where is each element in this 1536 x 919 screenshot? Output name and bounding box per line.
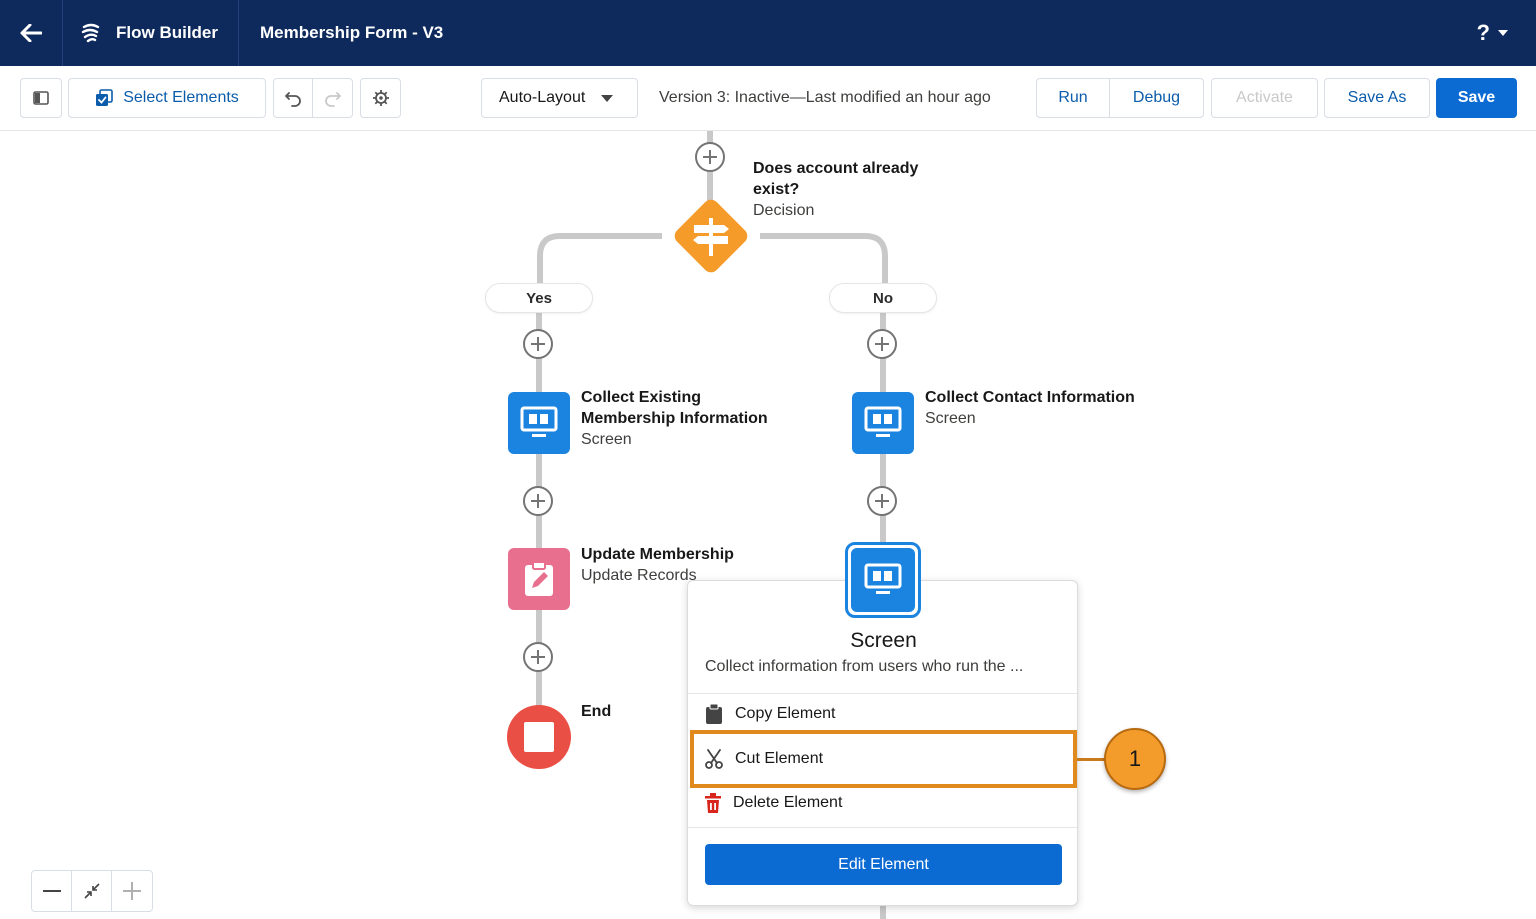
update-membership-label: Update Membership Update Records: [581, 544, 734, 586]
screen-icon: [864, 406, 902, 437]
selected-screen-node[interactable]: [845, 542, 921, 618]
undo-button[interactable]: [273, 78, 313, 118]
screen-node-collect-contact[interactable]: [852, 392, 914, 454]
activate-button[interactable]: Activate: [1211, 78, 1318, 118]
end-node[interactable]: [507, 705, 571, 769]
zoom-in-button[interactable]: [112, 871, 152, 911]
decision-signpost-icon: [693, 218, 729, 256]
undo-icon: [285, 92, 301, 107]
add-element-button[interactable]: [523, 329, 553, 359]
connector-line: [880, 900, 886, 919]
chevron-down-icon: [1498, 30, 1508, 36]
node-type: Screen: [925, 410, 976, 427]
branch-label-no[interactable]: No: [829, 283, 937, 313]
version-status: Version 3: Inactive—Last modified an hou…: [659, 89, 991, 106]
delete-element-label: Delete Element: [733, 794, 843, 811]
screen-icon: [864, 563, 902, 594]
node-title: Update Membership: [581, 546, 734, 563]
settings-button[interactable]: [360, 78, 401, 118]
add-element-button[interactable]: [867, 329, 897, 359]
decision-type: Decision: [753, 202, 815, 219]
divider: [688, 827, 1079, 828]
divider: [688, 693, 1079, 694]
flow-title: Membership Form - V3: [260, 23, 444, 42]
screen-icon: [520, 406, 558, 437]
end-label: End: [581, 701, 611, 722]
copy-element-item[interactable]: Copy Element: [688, 694, 1079, 734]
toggle-panel-button[interactable]: [20, 78, 62, 118]
zoom-out-button[interactable]: [32, 871, 72, 911]
minus-icon: [42, 890, 61, 892]
branch-connector: [537, 233, 888, 304]
run-button[interactable]: Run: [1036, 78, 1110, 118]
cut-element-label: Cut Element: [735, 750, 824, 767]
layout-mode-select[interactable]: Auto-Layout: [481, 78, 638, 118]
decision-title: Does account already: [753, 160, 919, 177]
edit-element-button[interactable]: Edit Element: [705, 844, 1062, 885]
add-element-button[interactable]: [523, 642, 553, 672]
plus-icon: [123, 882, 141, 900]
help-icon: ?: [1476, 20, 1490, 45]
redo-button[interactable]: [312, 78, 353, 118]
popover-description: Collect information from users who run t…: [705, 658, 1024, 675]
popover-title: Screen: [850, 629, 917, 652]
node-title: Collect Existing: [581, 389, 702, 406]
stop-icon: [524, 722, 554, 752]
node-title: Membership Information: [581, 410, 768, 427]
help-menu[interactable]: ?: [1477, 0, 1508, 66]
header-divider: [62, 0, 63, 66]
cut-element-item[interactable]: Cut Element: [688, 739, 1079, 779]
panel-toggle-icon: [33, 91, 49, 105]
app-header: Flow Builder Membership Form - V3 ?: [0, 0, 1536, 66]
back-arrow-icon: [20, 24, 42, 42]
add-element-button[interactable]: [695, 142, 725, 172]
collect-existing-label: Collect Existing Membership Information …: [581, 387, 768, 450]
toolbar: Select Elements Auto-Layout Version 3: I…: [0, 66, 1536, 131]
screen-node-collect-existing[interactable]: [508, 392, 570, 454]
back-button[interactable]: [0, 0, 62, 66]
caret-down-icon: [601, 94, 614, 102]
save-button[interactable]: Save: [1436, 78, 1517, 118]
update-records-node[interactable]: [508, 548, 570, 610]
callout-badge: 1: [1104, 728, 1166, 790]
decision-node[interactable]: [666, 192, 756, 280]
layout-mode-label: Auto-Layout: [499, 89, 586, 106]
select-elements-icon: [96, 89, 113, 106]
node-type: Update Records: [581, 567, 697, 584]
node-title: End: [581, 703, 612, 720]
select-elements-label: Select Elements: [123, 89, 239, 106]
callout-connector: [1077, 758, 1105, 761]
collapse-arrows-icon: [83, 883, 100, 899]
header-divider: [238, 0, 239, 66]
trash-icon: [705, 793, 721, 813]
flow-builder-icon: [81, 23, 100, 43]
node-type: Screen: [581, 431, 632, 448]
select-elements-button[interactable]: Select Elements: [68, 78, 266, 118]
copy-element-label: Copy Element: [735, 705, 836, 722]
save-as-button[interactable]: Save As: [1324, 78, 1430, 118]
node-title: Collect Contact Information: [925, 389, 1135, 406]
cut-element-highlight: [690, 730, 1077, 788]
collect-contact-label: Collect Contact Information Screen: [925, 387, 1135, 429]
branch-label-yes[interactable]: Yes: [485, 283, 593, 313]
app-name-label: Flow Builder: [116, 23, 218, 42]
delete-element-item[interactable]: Delete Element: [688, 783, 1079, 823]
screen-node-icon-box: [851, 548, 915, 612]
scissors-icon: [705, 749, 723, 769]
debug-button[interactable]: Debug: [1109, 78, 1204, 118]
gear-icon: [372, 90, 389, 106]
zoom-controls: [31, 870, 153, 912]
add-element-button[interactable]: [523, 486, 553, 516]
add-element-button[interactable]: [867, 486, 897, 516]
app-name: Flow Builder: [80, 0, 218, 66]
fit-view-button[interactable]: [72, 871, 112, 911]
update-records-icon: [525, 561, 553, 596]
redo-icon: [324, 92, 341, 107]
decision-label: Does account already exist? Decision: [753, 158, 918, 221]
decision-title: exist?: [753, 181, 800, 198]
clipboard-icon: [706, 704, 722, 724]
element-action-popover: Screen Collect information from users wh…: [687, 580, 1079, 906]
